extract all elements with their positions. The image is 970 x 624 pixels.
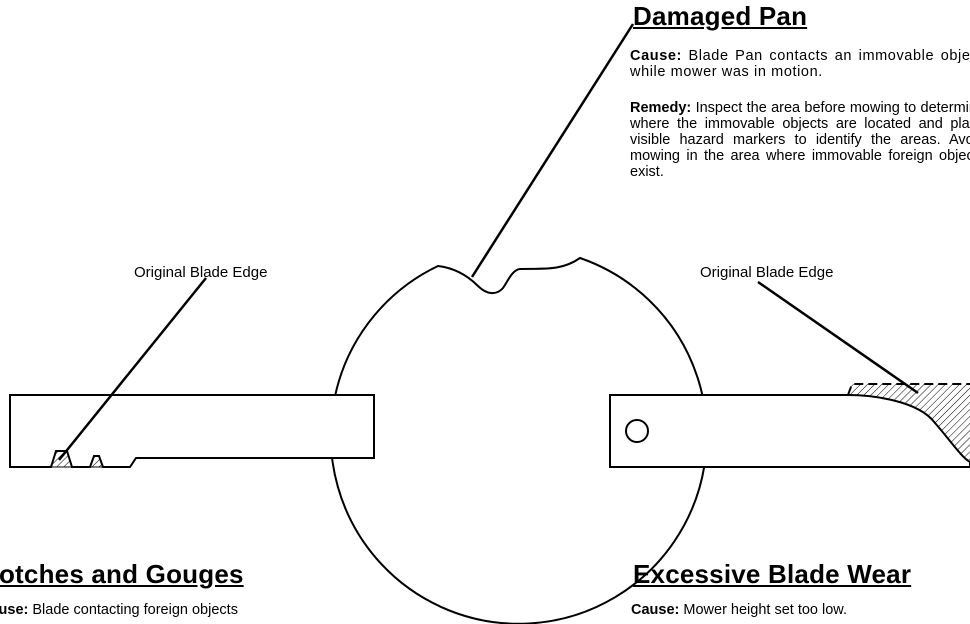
right-blade-wear-hatch xyxy=(848,384,970,462)
notches-gouges-heading: Notches and Gouges xyxy=(0,559,244,589)
damaged-pan-leader xyxy=(470,23,635,278)
damaged-pan-cause-text: Blade Pan contacts an immovable object w… xyxy=(630,48,970,80)
notches-gouges-cause-text: Blade contacting foreign objects xyxy=(32,602,238,618)
right-original-edge-label: Original Blade Edge xyxy=(700,264,834,281)
excessive-wear-cause-label: Cause: xyxy=(631,602,680,618)
notches-gouges-cause: Cause: Blade contacting foreign objects xyxy=(0,602,238,618)
damaged-pan-cause: Cause: Blade Pan contacts an immovable o… xyxy=(630,48,970,80)
right-edge-leader xyxy=(757,280,919,395)
original-edge-dashed-line xyxy=(847,383,970,396)
notches-gouges-cause-label: Cause: xyxy=(0,602,29,618)
damaged-pan-remedy-label: Remedy: xyxy=(630,100,692,116)
excessive-wear-heading: Excessive Blade Wear xyxy=(633,559,912,589)
blade-pan-outline xyxy=(329,256,708,624)
left-edge-leader xyxy=(58,277,207,461)
excessive-wear-cause: Cause: Mower height set too low. xyxy=(631,602,847,618)
damaged-pan-cause-label: Cause: xyxy=(630,48,682,64)
left-original-edge-label: Original Blade Edge xyxy=(134,264,268,281)
blade-mount-hole xyxy=(625,419,649,443)
damaged-pan-heading: Damaged Pan xyxy=(633,1,808,31)
damaged-pan-remedy-text: Inspect the area before mowing to determ… xyxy=(630,100,970,180)
excessive-wear-cause-text: Mower height set too low. xyxy=(683,602,848,618)
damaged-pan-remedy: Remedy: Inspect the area before mowing t… xyxy=(630,100,970,180)
